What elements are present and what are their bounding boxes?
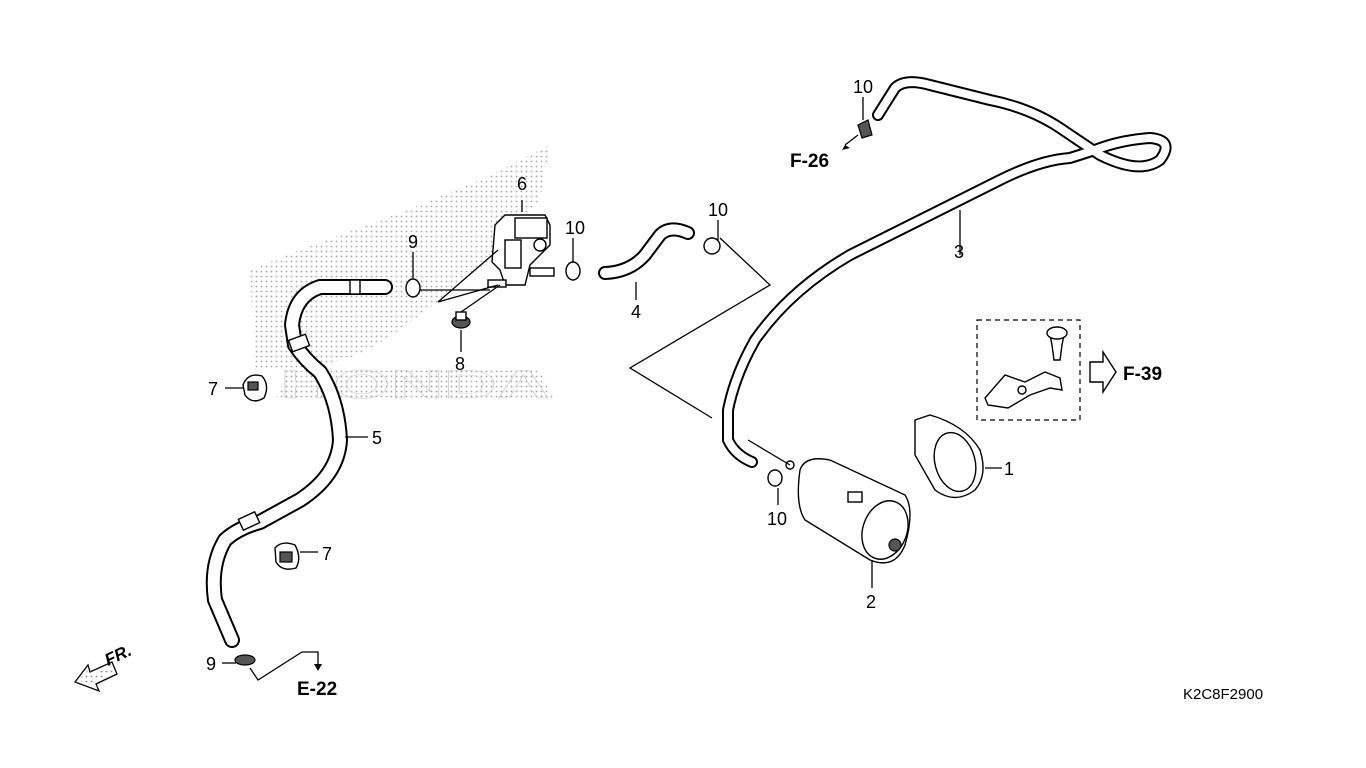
callout-9-lower: 9 xyxy=(206,654,216,674)
canister-2 xyxy=(785,458,911,588)
hose-5 xyxy=(205,279,393,648)
ref-e22: E-22 xyxy=(297,679,337,700)
callout-6: 6 xyxy=(517,174,527,194)
arrow-e22 xyxy=(314,664,322,671)
solenoid-valve-6 xyxy=(487,200,555,288)
clip-9-lower xyxy=(222,654,256,666)
callout-5: 5 xyxy=(372,428,382,448)
clamp-7-lower xyxy=(274,542,318,570)
diagram-code: K2C8F2900 xyxy=(1183,686,1263,703)
callout-3: 3 xyxy=(954,242,964,262)
callout-4: 4 xyxy=(631,302,641,322)
callout-2: 2 xyxy=(866,592,876,612)
holder-1 xyxy=(914,414,1002,499)
leader-e22 xyxy=(249,651,319,681)
callout-7-upper: 7 xyxy=(208,379,218,399)
f39-detail-box xyxy=(976,319,1081,421)
clip-10-b xyxy=(703,220,721,255)
hose-3 xyxy=(722,76,1172,468)
ref-f39: F-39 xyxy=(1123,364,1162,385)
callout-10-d: 10 xyxy=(767,509,787,529)
arrow-f39 xyxy=(1089,349,1117,395)
callout-8: 8 xyxy=(455,354,465,374)
callout-1: 1 xyxy=(1004,459,1014,479)
callout-9-upper: 9 xyxy=(408,232,418,252)
callout-10-b: 10 xyxy=(708,200,728,220)
screw-8 xyxy=(451,284,501,352)
front-arrow xyxy=(73,661,118,693)
clip-10-d xyxy=(767,469,783,505)
clamp-7-upper xyxy=(225,374,268,402)
clip-10-c xyxy=(842,97,873,150)
clip-10-a xyxy=(565,238,581,281)
honda-wing-watermark: HONDA xyxy=(250,145,555,407)
clip-9-upper xyxy=(405,252,421,298)
callout-10-a: 10 xyxy=(565,218,585,238)
callout-7-lower: 7 xyxy=(322,544,332,564)
ref-f26: F-26 xyxy=(790,151,829,172)
assembly-lines xyxy=(345,210,961,466)
hose-4 xyxy=(598,222,695,280)
callout-10-c: 10 xyxy=(853,77,873,97)
